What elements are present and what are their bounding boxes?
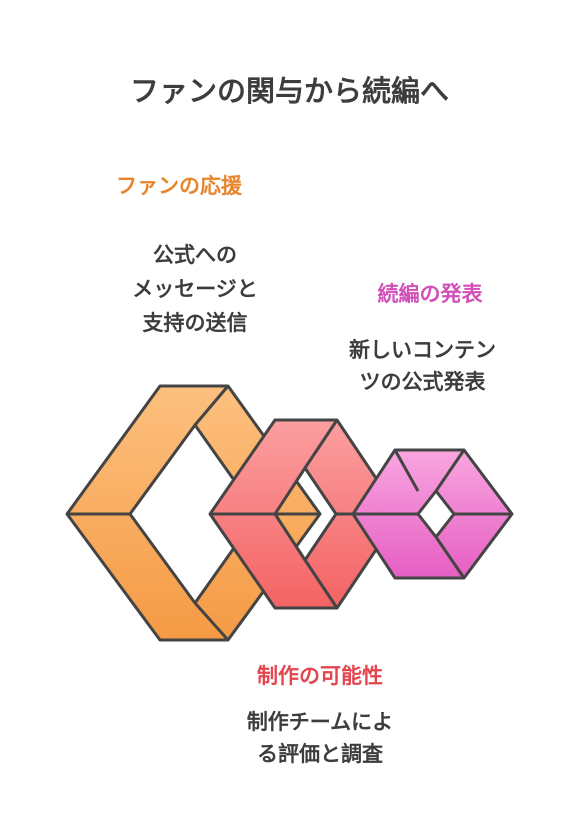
production-possibility-hexagon-fold: [303, 419, 339, 469]
fan-support-hexagon-fold: [193, 385, 230, 426]
production-possibility-heading: 制作の可能性: [257, 664, 383, 688]
sequel-announcement-description: 新しいコンテン ツの公式発表: [315, 334, 530, 398]
production-possibility-hexagon-fold: [303, 559, 339, 609]
sequel-announcement-hexagon-fold: [434, 449, 466, 492]
sequel-announcement-line-2: ツの公式発表: [359, 370, 486, 394]
diagram-title: ファンの関与から続編へ: [129, 74, 449, 108]
sequel-announcement-hexagon-fold: [393, 449, 420, 492]
fan-support-line-3: 支持の送信: [142, 311, 248, 335]
sequel-announcement-heading: 続編の発表: [377, 282, 483, 306]
fan-support-heading: ファンの応援: [116, 174, 242, 198]
production-possibility-description: 制作チームによ る評価と調査: [200, 706, 440, 770]
production-possibility-line-2: る評価と調査: [257, 742, 383, 766]
fan-support-description: 公式への メッセージと 支持の送信: [95, 238, 295, 340]
production-possibility-line-1: 制作チームによ: [246, 710, 394, 734]
fan-support-hexagon-fold: [193, 602, 230, 641]
sequel-announcement-hexagon-fold: [434, 536, 466, 579]
fan-support-line-1: 公式への: [153, 243, 237, 267]
sequel-announcement-line-1: 新しいコンテン: [349, 338, 496, 362]
fan-support-line-2: メッセージと: [132, 277, 258, 301]
